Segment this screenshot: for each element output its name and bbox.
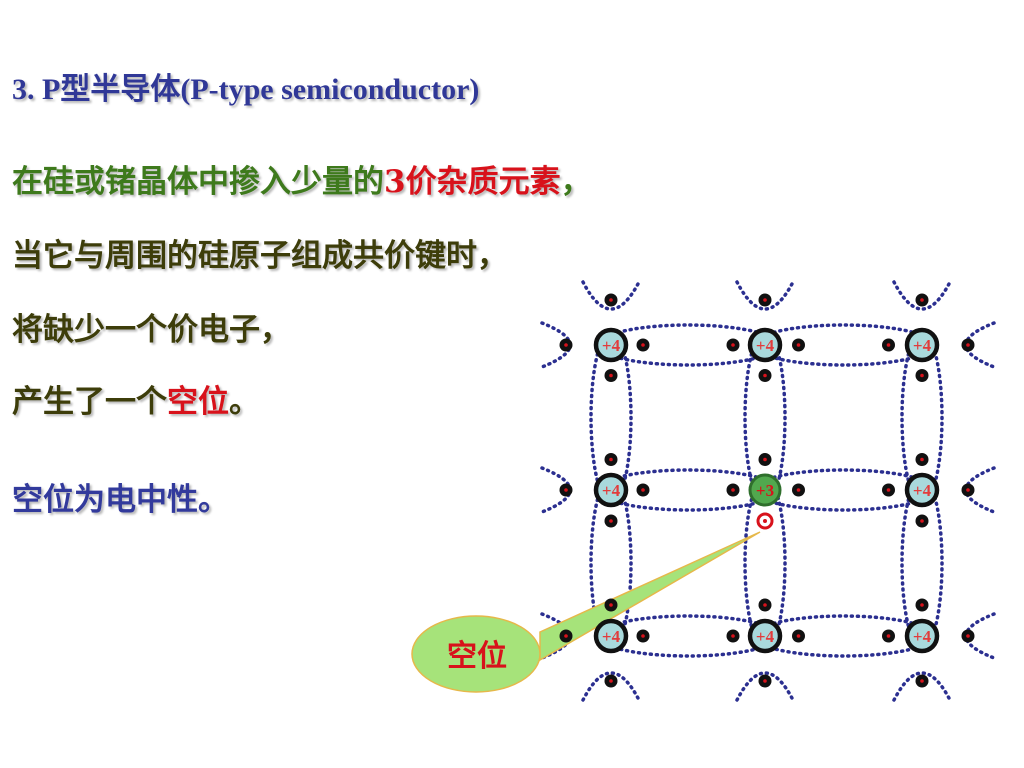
bond-stub-top [892, 280, 952, 311]
hole-text: 产生了一个 [12, 384, 167, 420]
electron-center [920, 457, 924, 462]
silicon-atom [593, 327, 629, 363]
text-line-covalent-bond: 当它与周围的硅原子组成共价键时， [12, 238, 508, 274]
atom-label: +4 [602, 336, 621, 355]
electron-center [609, 457, 613, 462]
valence-electrons [559, 293, 975, 688]
electron-center [920, 679, 924, 683]
electron-center [920, 373, 924, 378]
electron-center [609, 519, 613, 523]
text-line-neutral: 空位为电中性。 [12, 482, 229, 518]
electron-center [886, 488, 891, 492]
electron-center [609, 603, 613, 607]
electron-center [609, 679, 613, 683]
atom-label: +4 [913, 481, 932, 500]
electron-center [564, 488, 568, 492]
callout-bubble [411, 615, 541, 693]
bond-stub-top [735, 280, 795, 311]
silicon-atom [904, 472, 940, 508]
electron-center [609, 298, 613, 302]
electron-center [920, 603, 924, 607]
atoms: +4 +4 +4 +4 +3 +4 +4 +4 +4 [593, 327, 940, 654]
atom-label: +4 [602, 627, 621, 646]
hole-center [763, 519, 767, 523]
atom-label: +4 [602, 481, 621, 500]
electron-center [920, 519, 924, 523]
atom-label: +4 [913, 627, 932, 646]
impurity-atom-label: +3 [756, 481, 774, 500]
silicon-atom [747, 327, 783, 363]
electron-center [731, 634, 735, 638]
trivalent-highlight: 3价杂质元素 [384, 164, 561, 200]
electron-center [731, 343, 735, 347]
silicon-atom [904, 618, 940, 654]
electron-center [966, 634, 970, 638]
text-line-doping: 在硅或锗晶体中掺入少量的3价杂质元素， [12, 156, 592, 201]
bond-stub-bottom [892, 671, 952, 702]
hole-callout-label: 空位 [447, 639, 507, 674]
electron-center [966, 343, 970, 347]
electron-center [763, 373, 767, 378]
text-line-missing-electron: 将缺少一个价电子， [12, 312, 291, 348]
electron-center [966, 488, 970, 492]
atom-label: +4 [913, 336, 932, 355]
bond-stub-bottom [735, 671, 795, 702]
bond-stub-bottom [581, 671, 641, 702]
atom-label: +4 [756, 336, 775, 355]
bond-stub-top [581, 280, 641, 311]
electron-center [731, 488, 735, 492]
silicon-atom [904, 327, 940, 363]
electron-center [641, 488, 645, 492]
text-line-hole: 产生了一个空位。 [12, 376, 260, 421]
electron-center [763, 298, 767, 302]
electron-center [920, 298, 924, 302]
electron-center [886, 343, 891, 347]
electron-center [564, 343, 568, 347]
electron-center [609, 373, 613, 378]
impurity-atom [748, 473, 782, 507]
slide-title: 3. P型半导体(P-type semiconductor) [12, 73, 480, 106]
silicon-atom [593, 472, 629, 508]
electron-center [641, 343, 645, 347]
hole-highlight: 空位 [167, 384, 229, 420]
doping-text: 在硅或锗晶体中掺入少量的 [12, 164, 384, 200]
callout-pointer [539, 531, 761, 662]
silicon-atom [747, 618, 783, 654]
electron-center [763, 679, 767, 683]
doping-tail: ， [560, 164, 592, 200]
electron-center [564, 634, 568, 638]
electron-center [641, 634, 645, 638]
silicon-atom [593, 618, 629, 654]
electron-center [796, 343, 801, 347]
electron-center [796, 488, 801, 492]
atom-label: +4 [756, 627, 775, 646]
hole-callout [411, 531, 761, 693]
electron-center [796, 634, 801, 638]
hole-tail: 。 [229, 384, 260, 420]
electron-center [763, 457, 767, 462]
electron-center [763, 603, 767, 607]
electron-center [886, 634, 891, 638]
